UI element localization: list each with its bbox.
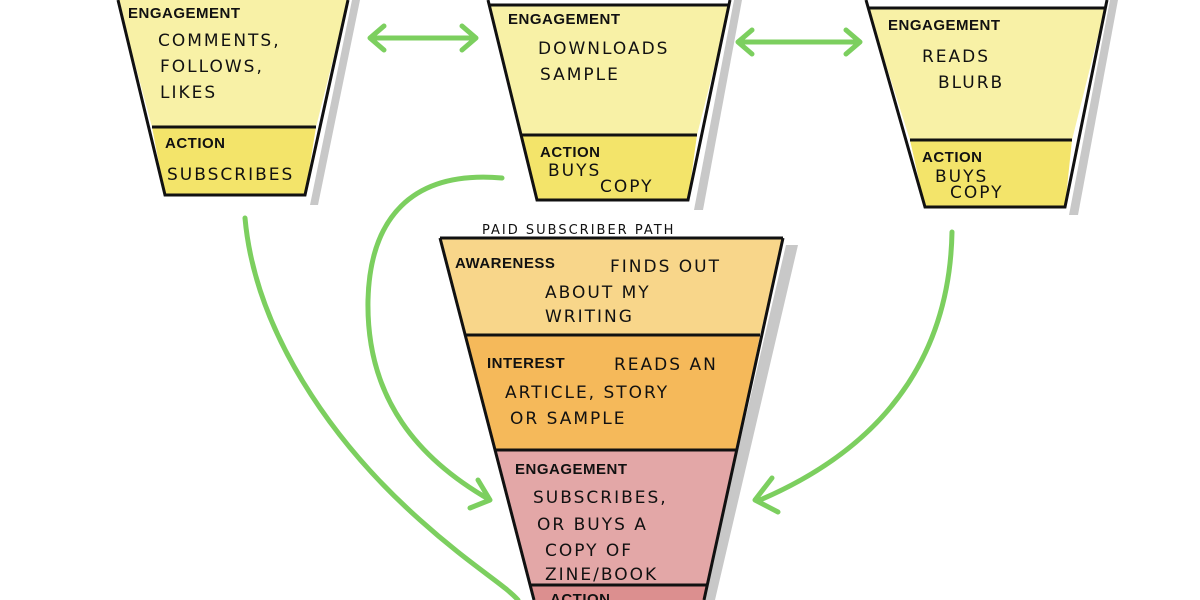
left-action-label: ACTION [165,135,226,152]
interest-text: READS AN [614,355,718,375]
right-engagement-text: READS [922,47,990,67]
middle-engagement-text: DOWNLOADS [538,39,669,59]
middle-action-label: ACTION [540,144,601,161]
curve-arrow-middle [365,174,505,511]
paid-funnel-title: PAID SUBSCRIBER PATH [482,223,675,238]
middle-funnel-shadow [694,0,742,210]
middle-engagement-label: ENGAGEMENT [508,11,621,28]
middle-action-text: BUYS [548,161,601,181]
interest-text: OR SAMPLE [510,409,626,429]
middle-action-text: COPY [600,177,654,197]
right-funnel: ENGAGEMENT READS BLURB ACTION BUYS COPY [864,0,1109,209]
interest-label: INTEREST [487,355,565,372]
curve-arrow-left [242,215,521,600]
interest-text: ARTICLE, STORY [505,383,669,403]
paid-engagement-label: ENGAGEMENT [515,461,628,478]
right-action-text: BUYS [935,167,988,187]
double-arrow-left-middle [367,23,479,53]
awareness-text: FINDS OUT [610,257,721,277]
paid-engagement-text: SUBSCRIBES, [533,488,668,508]
left-engagement-label: ENGAGEMENT [128,5,241,22]
left-action-text: SUBSCRIBES [167,165,294,185]
awareness-text: ABOUT MY [545,283,651,303]
paid-funnel-shadow [703,245,798,600]
paid-action-label: ACTION [550,591,611,600]
right-action-text: COPY [950,183,1004,203]
arrows [242,23,955,600]
middle-funnel: ENGAGEMENT DOWNLOADS SAMPLE ACTION BUYS … [486,0,732,202]
left-engagement-text: COMMENTS, [158,31,281,51]
right-funnel-shadow [1069,0,1118,215]
curve-arrow-right [752,229,955,515]
left-funnel: ENGAGEMENT COMMENTS, FOLLOWS, LIKES ACTI… [116,0,350,197]
left-engagement-text: FOLLOWS, [160,57,264,77]
right-action-label: ACTION [922,149,983,166]
awareness-text: WRITING [545,307,634,327]
paid-subscriber-funnel: PAID SUBSCRIBER PATH AWARENESS FINDS OUT… [438,223,785,600]
right-engagement-text: BLURB [938,73,1004,93]
paid-engagement-text: OR BUYS A [537,515,648,535]
awareness-label: AWARENESS [455,255,555,272]
paid-engagement-text: ZINE/BOOK [545,565,658,585]
left-funnel-shadow [310,0,360,205]
paid-engagement-text: COPY OF [545,541,633,561]
middle-engagement-text: SAMPLE [540,65,620,85]
left-engagement-text: LIKES [160,83,217,103]
right-engagement-label: ENGAGEMENT [888,17,1001,34]
double-arrow-middle-right [735,27,863,57]
